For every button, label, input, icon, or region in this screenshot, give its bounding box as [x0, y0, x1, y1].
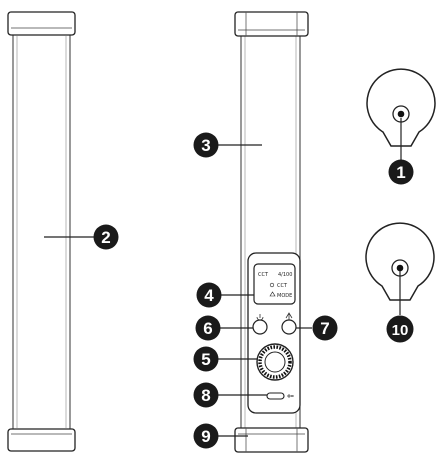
svg-text:4: 4 — [204, 286, 214, 305]
callout-9: 9 — [193, 423, 219, 449]
oled-screen: CCT 4/100 CCT MODE — [253, 263, 296, 305]
callout-7: 7 — [312, 315, 338, 341]
callout-1: 1 — [388, 159, 414, 185]
screen-sun-icon — [269, 282, 275, 288]
screen-text-top-right: 4/100 — [278, 272, 292, 278]
leader-lines — [44, 118, 402, 437]
tube-left — [7, 11, 76, 452]
screen-text-row3: MODE — [277, 293, 292, 299]
callout-4: 4 — [196, 282, 222, 308]
end-cap-view-bottom — [365, 222, 435, 301]
effects-icon — [285, 312, 293, 320]
effects-button[interactable] — [281, 312, 297, 335]
callout-3: 3 — [193, 132, 219, 158]
screen-text-top-left: CCT — [258, 272, 269, 278]
callout-10: 10 — [386, 315, 414, 343]
tube-left-top-cap — [7, 11, 76, 36]
tube-right-top-cap — [234, 11, 309, 37]
callout-8: 8 — [193, 382, 219, 408]
svg-text:6: 6 — [203, 319, 212, 338]
screen-text-row2: CCT — [277, 283, 288, 289]
svg-text:5: 5 — [201, 350, 210, 369]
svg-text:3: 3 — [201, 136, 210, 155]
svg-text:7: 7 — [320, 319, 329, 338]
svg-text:10: 10 — [392, 322, 409, 339]
power-button[interactable] — [252, 314, 268, 335]
usb-c-port — [266, 392, 294, 400]
svg-text:9: 9 — [201, 427, 210, 446]
tube-right: CCT 4/100 CCT MODE — [234, 11, 309, 453]
tube-right-bottom-cap — [234, 427, 309, 453]
control-dial[interactable] — [256, 343, 294, 381]
svg-text:2: 2 — [101, 228, 110, 247]
control-panel: CCT 4/100 CCT MODE — [247, 252, 301, 414]
tube-left-bottom-cap — [7, 428, 76, 452]
svg-text:8: 8 — [201, 386, 210, 405]
callout-6: 6 — [195, 315, 221, 341]
screen-mode-icon — [269, 291, 276, 297]
svg-text:1: 1 — [396, 163, 405, 182]
end-cap-view-top — [366, 68, 436, 147]
callout-2: 2 — [93, 224, 119, 250]
callout-5: 5 — [193, 346, 219, 372]
usb-icon — [287, 394, 294, 398]
